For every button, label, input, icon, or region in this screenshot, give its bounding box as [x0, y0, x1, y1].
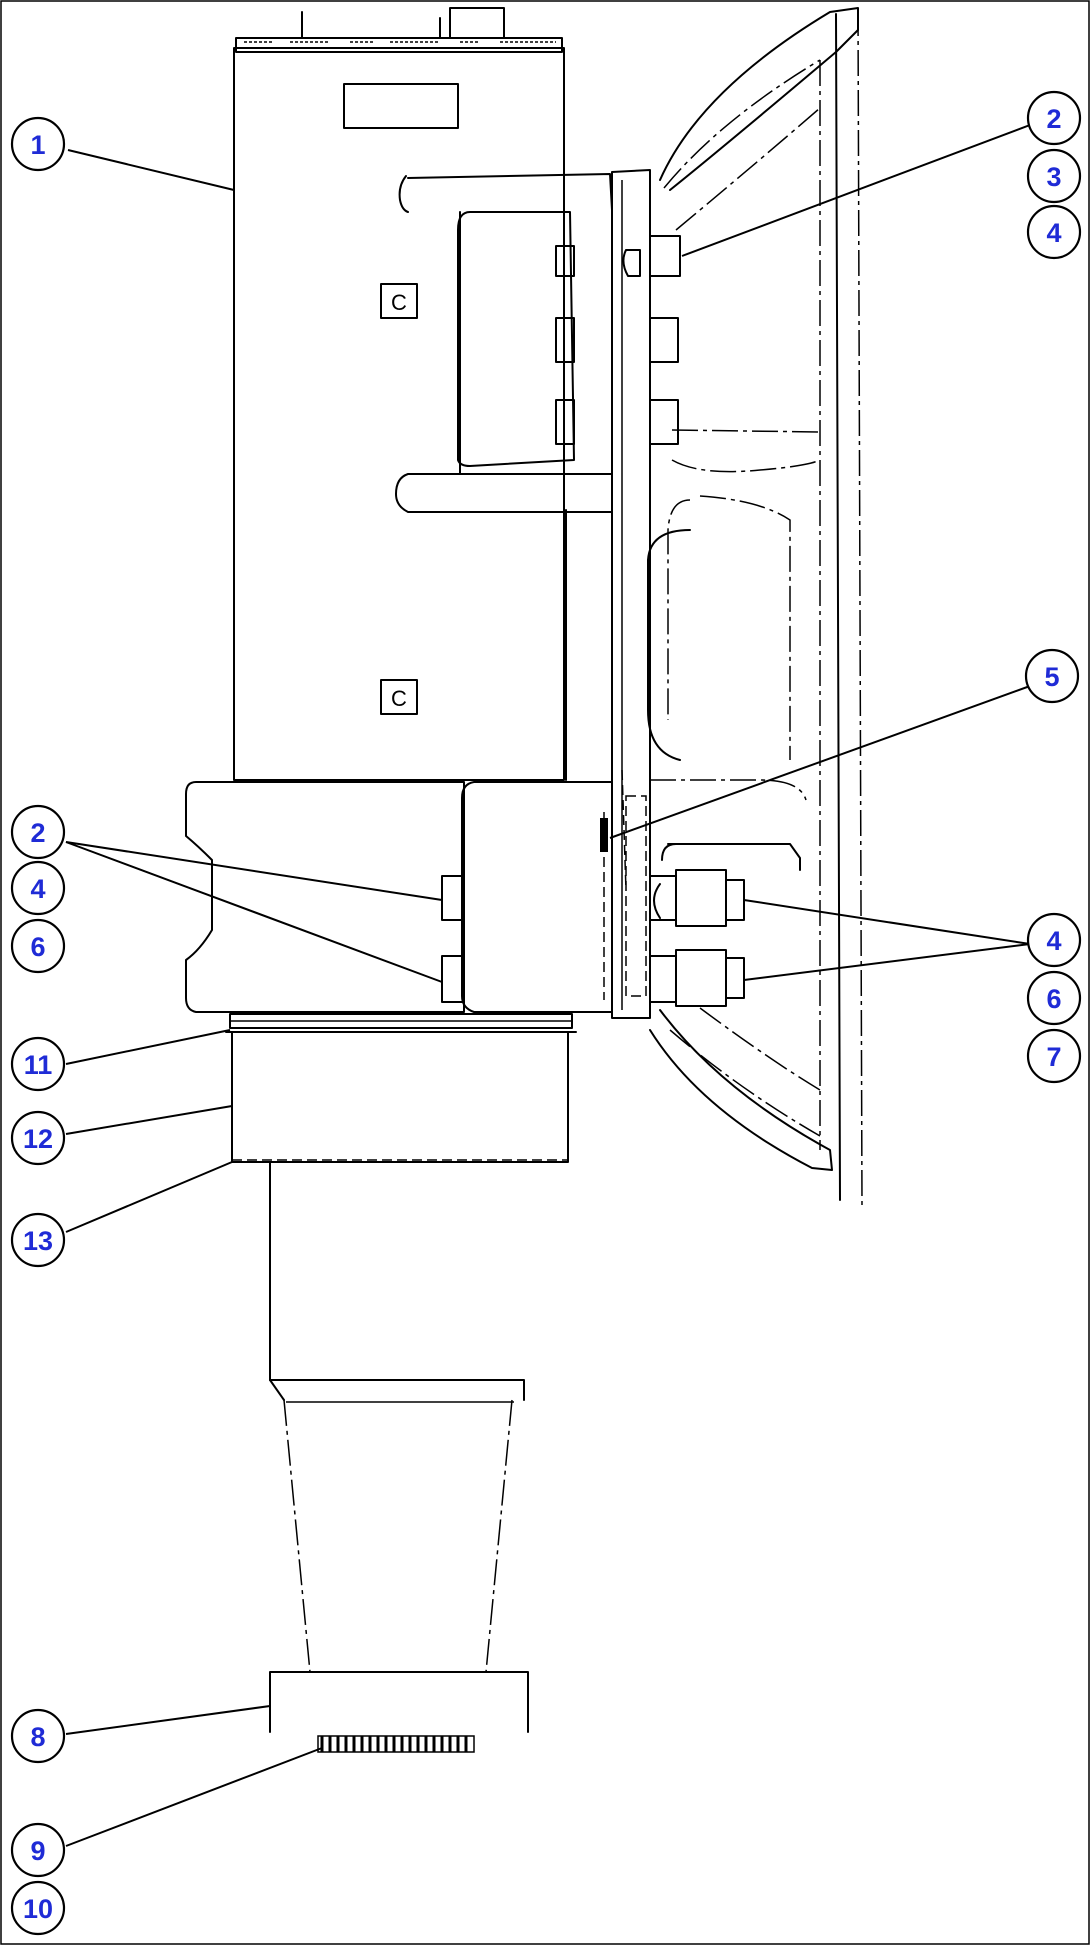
callout-8: 8 [10, 1708, 66, 1764]
svg-text:1: 1 [30, 130, 45, 160]
callout-6-right: 6 [1026, 970, 1082, 1026]
svg-text:12: 12 [23, 1124, 53, 1154]
adapter-ring [225, 1013, 577, 1033]
callout-4-left: 4 [10, 860, 66, 916]
body-marker-text: C [391, 290, 407, 315]
callout-1: 1 [10, 116, 66, 172]
svg-text:2: 2 [1046, 104, 1061, 134]
callout-3: 3 [1026, 148, 1082, 204]
svg-text:6: 6 [1046, 984, 1061, 1014]
callout-7: 7 [1026, 1028, 1082, 1084]
drive-shaft [269, 1161, 525, 1673]
pulley-hub [269, 1671, 529, 1753]
svg-text:11: 11 [24, 1050, 53, 1080]
body-marker-text: C [391, 686, 407, 711]
svg-text:7: 7 [1046, 1042, 1061, 1072]
callout-12: 12 [10, 1110, 66, 1166]
svg-text:4: 4 [1046, 218, 1061, 248]
svg-text:4: 4 [1046, 926, 1061, 956]
motor-body [233, 7, 567, 781]
svg-text:6: 6 [30, 932, 45, 962]
svg-text:4: 4 [30, 874, 45, 904]
svg-text:2: 2 [30, 818, 45, 848]
callout-6-left: 6 [10, 918, 66, 974]
leader-lines [65, 124, 1031, 1847]
adapter-cylinder [231, 1031, 569, 1163]
coupling-housing [185, 781, 801, 1013]
flange-plate [611, 169, 681, 1019]
callout-4-upper: 4 [1026, 204, 1082, 260]
body-marker-1: C [380, 283, 418, 319]
svg-text:13: 13 [23, 1226, 53, 1256]
callout-13: 13 [10, 1212, 66, 1268]
mounting-bracket [395, 173, 613, 513]
svg-text:5: 5 [1044, 662, 1059, 692]
fan-housing [647, 7, 863, 1207]
callout-5: 5 [1024, 648, 1080, 704]
svg-text:8: 8 [30, 1722, 45, 1752]
callout-2-upper: 2 [1026, 90, 1082, 146]
svg-text:3: 3 [1046, 162, 1061, 192]
svg-text:10: 10 [23, 1894, 53, 1924]
callout-11: 11 [10, 1036, 66, 1092]
callout-2-lower: 2 [10, 804, 66, 860]
callout-9: 9 [10, 1822, 66, 1878]
body-marker-2: C [380, 679, 418, 715]
callout-4-right: 4 [1026, 912, 1082, 968]
svg-text:9: 9 [30, 1836, 45, 1866]
callout-10: 10 [10, 1880, 66, 1936]
